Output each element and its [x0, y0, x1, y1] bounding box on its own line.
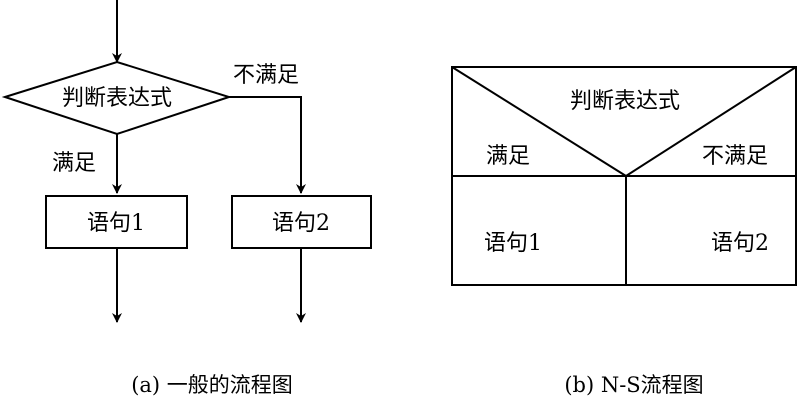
statement-2-label: 语句2 — [272, 211, 330, 236]
ns-left-diagonal — [451, 66, 627, 177]
ns-statement-1-label: 语句1 — [484, 231, 542, 256]
flowchart-caption: (a) 一般的流程图 — [131, 373, 293, 397]
yes-label: 满足 — [52, 151, 96, 176]
ns-caption: (b) N-S流程图 — [564, 373, 703, 397]
ns-right-diagonal — [625, 66, 797, 177]
decision-label: 判断表达式 — [62, 86, 172, 111]
no-arrow — [229, 96, 306, 194]
ns-statement-2-label: 语句2 — [711, 231, 769, 256]
statement-1-box — [45, 195, 188, 249]
ns-decision-label: 判断表达式 — [570, 89, 680, 114]
no-label: 不满足 — [233, 63, 299, 88]
ns-no-label: 不满足 — [702, 144, 768, 169]
general-flowchart: 判断表达式 满足 不满足 语句1 语句2 (a) 一般的流程图 — [1, 0, 372, 397]
ns-chart: 判断表达式 满足 不满足 语句1 语句2 (b) N-S流程图 — [451, 66, 797, 397]
ns-yes-label: 满足 — [486, 144, 530, 169]
statement-1-label: 语句1 — [87, 211, 145, 236]
